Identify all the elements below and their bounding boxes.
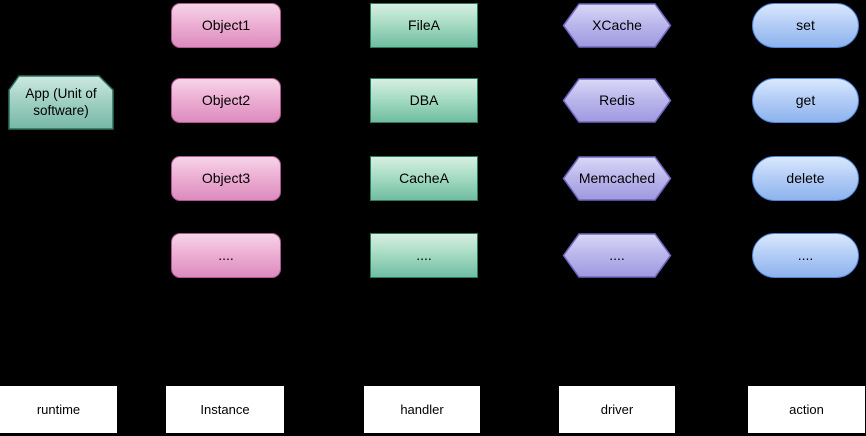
node-label: Object1 <box>201 16 251 33</box>
instance-node-object3: Object3 <box>171 156 281 201</box>
driver-node-xcache: XCache <box>562 3 672 48</box>
node-label: .... <box>416 246 432 263</box>
footer-label-runtime: runtime <box>0 386 117 433</box>
node-label: get <box>795 91 816 108</box>
driver-node-more: .... <box>562 233 672 278</box>
node-label: .... <box>218 246 234 263</box>
node-label: Memcached <box>578 169 656 186</box>
instance-node-more: .... <box>171 233 281 278</box>
node-label: Object3 <box>201 169 251 186</box>
node-label: CacheA <box>399 169 449 186</box>
handler-node-cachea: CacheA <box>370 156 478 201</box>
hexagon-shape <box>562 78 672 123</box>
hexagon-shape <box>562 3 672 48</box>
hexagon-shape <box>562 156 672 201</box>
handler-node-more: .... <box>370 233 478 278</box>
node-label: Redis <box>599 91 635 108</box>
app-node: App (Unit of software) <box>8 75 114 130</box>
handler-node-dba: DBA <box>370 78 478 123</box>
node-label: XCache <box>592 16 642 33</box>
footer-label-handler: handler <box>364 386 480 433</box>
app-node-label: App (Unit of software) <box>25 85 97 118</box>
node-label: Object2 <box>201 91 251 108</box>
driver-node-memcached: Memcached <box>562 156 672 201</box>
node-label: DBA <box>409 91 439 108</box>
node-label: .... <box>797 246 814 263</box>
footer-label-instance: Instance <box>166 386 284 433</box>
app-polygon-shape <box>8 75 114 130</box>
action-node-more: .... <box>752 233 859 278</box>
footer-label-driver: driver <box>559 386 675 433</box>
node-label: FileA <box>408 16 440 33</box>
instance-node-object2: Object2 <box>171 78 281 123</box>
node-label: set <box>796 16 815 33</box>
action-node-delete: delete <box>752 156 859 201</box>
node-label: delete <box>786 169 825 186</box>
handler-node-filea: FileA <box>370 3 478 48</box>
node-label: .... <box>609 246 625 263</box>
instance-node-object1: Object1 <box>171 3 281 48</box>
action-node-set: set <box>752 3 859 48</box>
hexagon-shape <box>562 233 672 278</box>
driver-node-redis: Redis <box>562 78 672 123</box>
action-node-get: get <box>752 78 859 123</box>
footer-label-action: action <box>748 386 865 433</box>
